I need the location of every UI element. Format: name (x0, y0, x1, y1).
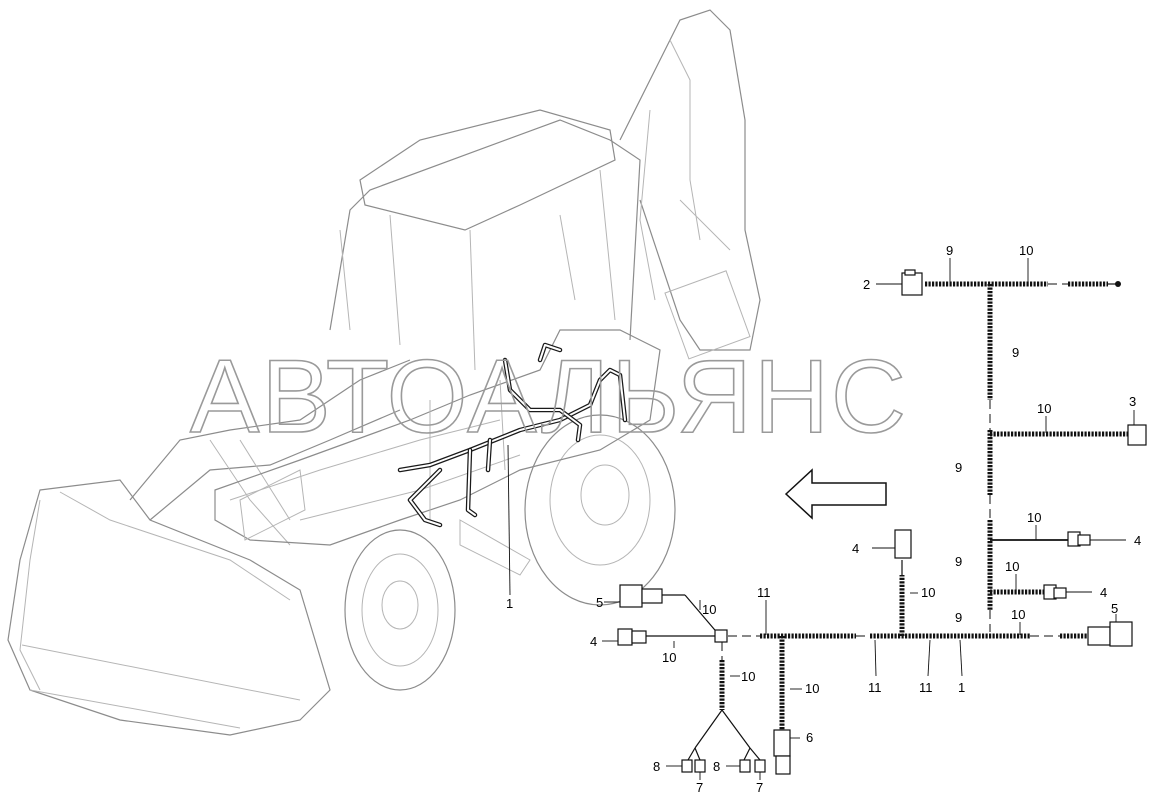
connector-8-right (739, 759, 751, 773)
loader-arm (129, 359, 411, 546)
backhoe-arm (619, 9, 761, 360)
callout-10-down-b: 10 (805, 681, 819, 696)
connector-2-tab (904, 269, 916, 276)
callout-5-right: 5 (1111, 601, 1118, 616)
front-wheel (344, 529, 456, 691)
callout-11-left: 11 (868, 680, 882, 695)
callout-2: 2 (863, 277, 870, 292)
callout-9-mid: 9 (955, 460, 962, 475)
callout-9-upper: 9 (1012, 345, 1019, 360)
connector-5-right (1109, 621, 1133, 647)
callout-9-low: 9 (955, 554, 962, 569)
callout-9-top: 9 (946, 243, 953, 258)
callout-4-right-top: 4 (1134, 533, 1141, 548)
callout-10-4l: 10 (662, 650, 676, 665)
connector-7-right (754, 759, 766, 773)
front-bucket (7, 479, 331, 736)
junction-box (714, 629, 728, 643)
callout-11-mid: 11 (919, 680, 933, 695)
ring-terminal (1115, 281, 1121, 287)
connector-8-left (681, 759, 693, 773)
harness-schematic (602, 258, 1147, 780)
connector-5-left (619, 584, 643, 608)
arrow-left-outline-icon (784, 468, 887, 520)
callout-10-vert-center: 10 (921, 585, 935, 600)
callout-7-left: 7 (696, 780, 703, 795)
callout-5-left: 5 (596, 595, 603, 610)
callout-10-5l: 10 (702, 602, 716, 617)
callout-3: 3 (1129, 394, 1136, 409)
front-grille (239, 469, 306, 541)
callout-numbers: 2 3 4 4 4 4 5 5 6 7 7 8 8 9 9 9 9 9 10 1… (590, 243, 1141, 795)
callout-4-right-mid: 4 (1100, 585, 1107, 600)
cab (329, 109, 641, 371)
harness-leader-line (507, 444, 511, 596)
callout-10-top: 10 (1019, 243, 1033, 258)
connector-4-left (617, 628, 633, 646)
callout-10-4a: 10 (1027, 510, 1041, 525)
connector-3 (1127, 424, 1147, 446)
callout-10-3: 10 (1037, 401, 1051, 416)
installed-harness (397, 342, 628, 528)
callout-4-center: 4 (852, 541, 859, 556)
callout-10-4b: 10 (1005, 559, 1019, 574)
callout-8-right: 8 (713, 759, 720, 774)
callout-7-right: 7 (756, 780, 763, 795)
callout-10-5r: 10 (1011, 607, 1025, 622)
callout-10-down-a: 10 (741, 669, 755, 684)
callout-11-top: 11 (757, 585, 771, 600)
connector-7-left (694, 759, 706, 773)
backhoe-loader-drawing (7, 9, 761, 736)
callout-8-left: 8 (653, 759, 660, 774)
watermark-text: АВТОАЛЬЯНС (190, 339, 908, 455)
callout-harness-on-machine: 1 (506, 596, 513, 611)
connector-4-center (894, 529, 912, 559)
callout-6: 6 (806, 730, 813, 745)
callout-4-left: 4 (590, 634, 597, 649)
callout-9-bottom: 9 (955, 610, 962, 625)
rear-wheel (524, 414, 676, 606)
connector-6 (773, 729, 791, 757)
callout-1-main: 1 (958, 680, 965, 695)
connector-2 (901, 272, 923, 296)
